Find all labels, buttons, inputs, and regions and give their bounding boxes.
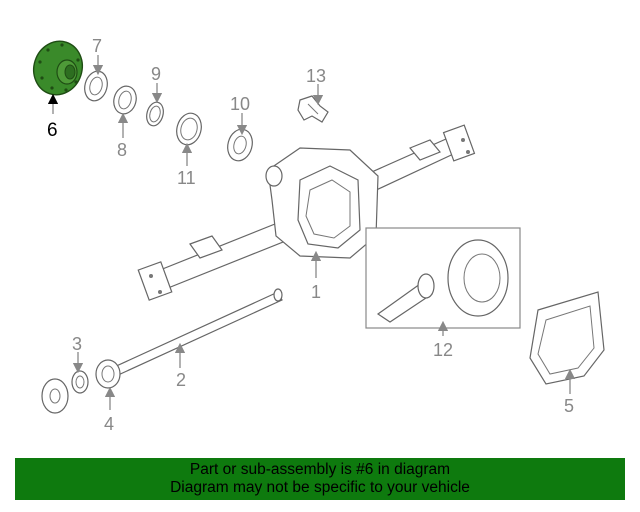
part-12-ring-pinion[interactable] — [365, 227, 521, 329]
part-10-pinion-bearing[interactable] — [224, 126, 255, 163]
parts-diagram: 1 2 3 4 5 6 7 8 9 10 11 12 13 — [27, 35, 605, 434]
callout-12: 12 — [433, 340, 453, 360]
callout-1: 1 — [311, 282, 321, 302]
part-9-ring[interactable] — [144, 100, 166, 127]
callout-2: 2 — [176, 370, 186, 390]
callout-7: 7 — [92, 36, 102, 56]
callout-8: 8 — [117, 140, 127, 160]
callout-10: 10 — [230, 94, 250, 114]
callout-4: 4 — [104, 414, 114, 434]
part-11-cup[interactable] — [173, 110, 204, 147]
part-3-retainer[interactable] — [71, 370, 89, 394]
banner-line-2: Diagram may not be specific to your vehi… — [170, 479, 470, 496]
part-7-seal[interactable] — [81, 69, 110, 104]
part-6-flange[interactable] — [27, 35, 89, 101]
callout-9: 9 — [151, 64, 161, 84]
callout-3: 3 — [72, 334, 82, 354]
part-2-axle-shaft[interactable] — [111, 288, 283, 377]
info-banner: Part or sub-assembly is #6 in diagram Di… — [15, 458, 625, 500]
axle-flange — [41, 378, 69, 414]
part-13-vent[interactable] — [297, 95, 329, 123]
callout-5: 5 — [564, 396, 574, 416]
part-1-axle-housing[interactable] — [137, 124, 476, 301]
part-8-bearing[interactable] — [111, 84, 139, 117]
callout-13: 13 — [306, 66, 326, 86]
callout-6: 6 — [47, 120, 58, 141]
callout-11: 11 — [177, 168, 196, 188]
part-5-cover[interactable] — [529, 291, 605, 385]
banner-line-1: Part or sub-assembly is #6 in diagram — [189, 461, 451, 478]
part-4-bearing[interactable] — [95, 359, 121, 389]
